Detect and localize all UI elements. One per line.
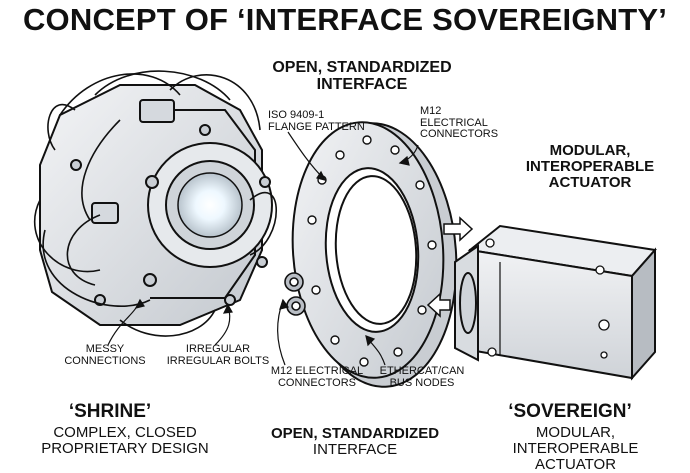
m12-bottom-label: M12 ELECTRICAL CONNECTORS [270, 365, 364, 389]
shrine-actuator [39, 84, 273, 326]
actuator-screws [485, 238, 610, 359]
actuator-heading: MODULAR, INTEROPERABLE ACTUATOR [525, 142, 655, 191]
messy-connections-label: MESSY CONNECTIONS [64, 343, 146, 367]
connection-arrows [426, 216, 474, 318]
arrow-in [443, 216, 474, 242]
shrine-wires [33, 70, 277, 337]
shrine-top-block [139, 99, 175, 123]
page-title: CONCEPT OF ‘INTERFACE SOVEREIGNTY’ [22, 2, 668, 37]
shrine-caption-sub: COMPLEX, CLOSED PROPRIETARY DESIGN [41, 424, 209, 457]
bus-nodes-label: ETHERCAT/CAN BUS NODES [379, 365, 465, 389]
interface-caption-sub: INTERFACE [312, 441, 398, 458]
irregular-bolts-label: IRREGULAR IRREGULAR BOLTS [166, 343, 270, 367]
diagram-canvas: CONCEPT OF ‘INTERFACE SOVEREIGNTY’ OPEN,… [22, 2, 668, 471]
actuator-boss [459, 272, 477, 334]
interface-flange [284, 121, 458, 388]
sovereign-caption-sub: MODULAR, INTEROPERABLE ACTUATOR [512, 424, 639, 473]
flange-bore-lip [334, 175, 418, 325]
shrine-bolts [70, 124, 271, 306]
shrine-glow [177, 172, 243, 238]
sovereign-actuator [454, 224, 657, 381]
shrine-connector-box [91, 202, 119, 224]
arrow-out [426, 292, 451, 318]
actuator-side [631, 247, 656, 381]
illustration [33, 70, 657, 388]
interface-caption-title: OPEN, STANDARDIZED [270, 425, 440, 442]
iso-flange-label: ISO 9409-1 FLANGE PATTERN [268, 109, 365, 133]
interface-heading: OPEN, STANDARDIZED INTERFACE [272, 59, 452, 93]
sovereign-caption-title: ‘SOVEREIGN’ [508, 401, 632, 422]
interface-leaders [277, 131, 419, 366]
flange-bore [324, 167, 420, 333]
m12-top-label: M12 ELECTRICAL CONNECTORS [420, 105, 499, 141]
shrine-caption-title: ‘SHRINE’ [68, 401, 152, 422]
m12-connectors [284, 272, 306, 316]
shrine-leaders [107, 298, 233, 346]
